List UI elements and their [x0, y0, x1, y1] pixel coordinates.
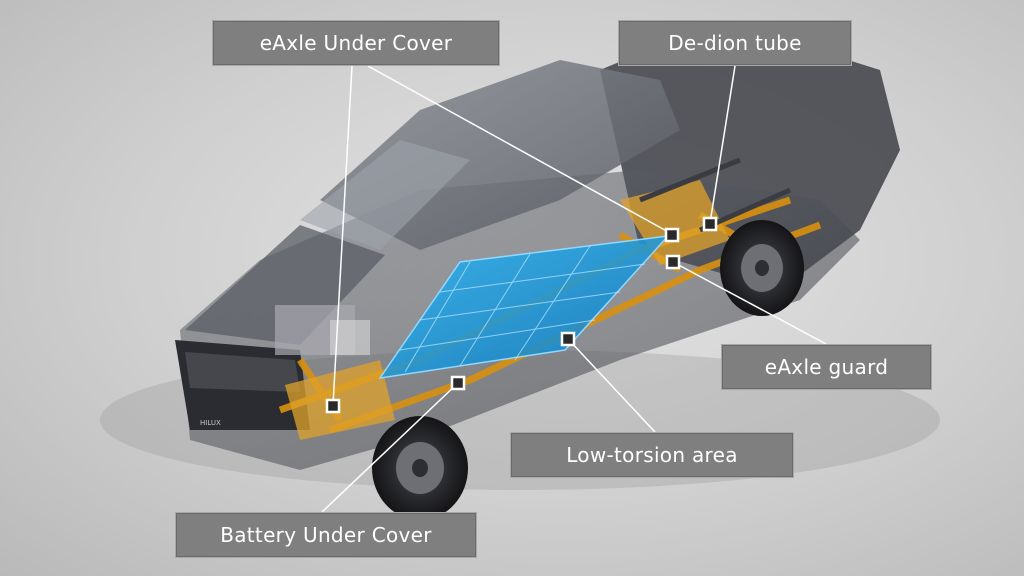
leader-eaxle-under-front [332, 65, 353, 406]
hood [185, 225, 385, 345]
marker-eaxle-under-front [325, 398, 341, 414]
leader-eaxle-under-rear [367, 65, 673, 235]
marker-eaxle-guard [665, 254, 681, 270]
vehicle-badge: HILUX [200, 419, 221, 427]
leader-eaxle-guard [672, 261, 827, 345]
marker-dedion [702, 216, 718, 232]
leader-lines [321, 65, 827, 513]
callout-eaxle-guard: eAxle guard [721, 344, 932, 390]
rear-wheel [720, 220, 804, 316]
markers [325, 216, 718, 414]
leader-low-torsion [567, 338, 656, 433]
front-grille [185, 352, 300, 392]
callout-dedion-tube: De-dion tube [618, 20, 852, 66]
marker-low-torsion [560, 331, 576, 347]
callout-low-torsion-area: Low-torsion area [510, 432, 794, 478]
callout-eaxle-under-cover: eAxle Under Cover [212, 20, 500, 66]
marker-battery [450, 375, 466, 391]
leader-battery [321, 382, 459, 513]
marker-eaxle-under-rear [664, 227, 680, 243]
battery-cell-grid [399, 245, 646, 373]
callout-battery-under-cover: Battery Under Cover [175, 512, 477, 558]
front-wheel [372, 416, 468, 520]
leader-dedion [709, 65, 736, 224]
